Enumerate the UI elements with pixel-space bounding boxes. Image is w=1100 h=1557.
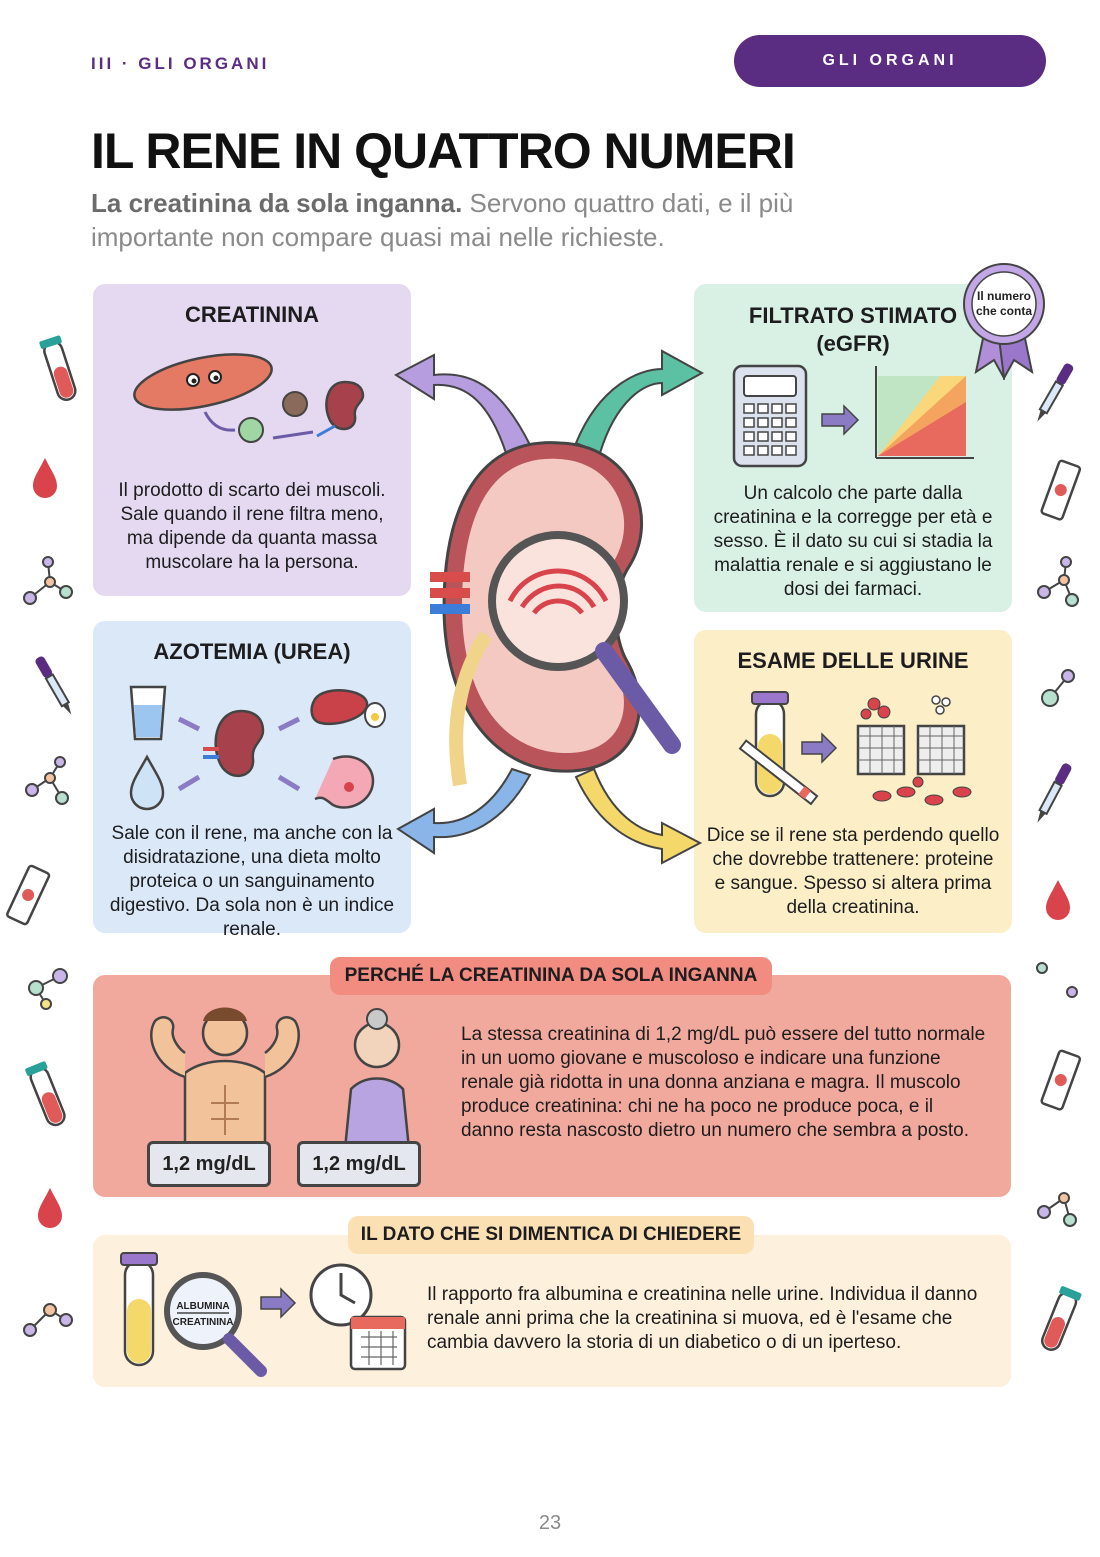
- magnifier-icon: [488, 531, 681, 754]
- calendar-icon: [349, 1315, 407, 1371]
- elderly-woman-icon: [343, 1008, 411, 1151]
- magnifier-icon: ALBUMINA CREATININA: [164, 1272, 267, 1377]
- test-tube-icon: [25, 1061, 66, 1127]
- arrow-right-icon: [801, 732, 838, 764]
- slide-icon: [1040, 459, 1082, 521]
- arrow-purple-icon: [394, 353, 532, 455]
- dropper-icon: [1037, 763, 1072, 823]
- urea-sources-illustration: [129, 685, 386, 811]
- molecule-icon: [1041, 669, 1075, 707]
- protein-icon: [931, 695, 951, 715]
- page-number: 23: [538, 1512, 562, 1534]
- page-subtitle: La creatinina da sola inganna. Servono q…: [91, 186, 911, 254]
- molecule-icon: [23, 556, 73, 605]
- molecule-icon: [23, 1303, 73, 1337]
- water-glass-icon: [129, 685, 167, 741]
- card-egfr: FILTRATO STIMATO (eGFR) Un calcolo che p…: [694, 284, 1012, 612]
- comparison-illustration: [150, 1007, 411, 1151]
- page-title: IL RENE IN QUATTRO NUMERI: [91, 123, 796, 179]
- blood-cells-icon: [860, 697, 972, 806]
- test-strip-icon: [738, 739, 819, 806]
- molecule-icon: [28, 968, 68, 1010]
- kidney-icon: [203, 709, 265, 778]
- subtitle-lead: La creatinina da sola inganna.: [91, 188, 463, 218]
- lens-line2: CREATININA: [173, 1317, 234, 1328]
- card-creatinina-title: CREATININA: [184, 302, 320, 327]
- card-creatinina: CREATININA Il prodotto di scarto dei mus…: [93, 284, 411, 596]
- meat-icon: [310, 689, 386, 728]
- test-tube-icon: [39, 335, 77, 401]
- card-azotemia-title: AZOTEMIA (UREA): [153, 639, 351, 664]
- kidney-icon: [316, 380, 365, 438]
- ribbon-badge: Il numero che conta: [963, 263, 1045, 380]
- muscle-to-kidney-illustration: [133, 353, 365, 443]
- badge-young-man: 1,2 mg/dL: [147, 1141, 271, 1187]
- arrow-right-icon: [260, 1287, 297, 1319]
- blood-drop-icon: [1046, 880, 1070, 920]
- blood-drop-icon: [38, 1188, 62, 1228]
- card-egfr-title: FILTRATO STIMATO (eGFR): [748, 303, 958, 356]
- calculator-to-chart-illustration: [732, 364, 974, 468]
- decorative-lab-icons: [6, 335, 1082, 1351]
- card-urine: ESAME DELLE URINE Dice se il rene sta pe…: [694, 630, 1012, 933]
- molecule-icon: [25, 756, 69, 805]
- water-drop-icon: [129, 754, 165, 811]
- section-pill: GLI ORGANI: [734, 35, 1046, 87]
- calculator-icon: [732, 364, 808, 468]
- forgotten-test-banner: ALBUMINA CREATININA Il rapporto fra albu…: [93, 1235, 1011, 1387]
- molecule-icon: [1037, 1192, 1077, 1227]
- arrow-right-icon: [821, 404, 860, 436]
- slide-icon: [6, 864, 51, 926]
- clock-icon: [309, 1263, 373, 1327]
- card-azotemia: AZOTEMIA (UREA) Sale con il rene, ma anc…: [93, 621, 411, 940]
- stomach-icon: [314, 755, 375, 809]
- badge-elderly-woman: 1,2 mg/dL: [297, 1141, 421, 1187]
- lens-line1: ALBUMINA: [176, 1301, 229, 1312]
- blood-drop-icon: [33, 458, 57, 498]
- kidney-center-illustration: [394, 349, 705, 865]
- molecule-icon: [1037, 556, 1079, 607]
- dropper-icon: [1037, 363, 1074, 422]
- acr-illustration: ALBUMINA CREATININA: [120, 1252, 407, 1377]
- subtitle-rest: Servono quattro dati, e il più important…: [91, 188, 794, 252]
- filter-membrane-icon: [856, 724, 966, 776]
- arrow-blue-icon: [396, 767, 532, 855]
- card-creatinina-text: Il prodotto di scarto dei muscoli. Sale …: [118, 480, 386, 573]
- card-urine-title: ESAME DELLE URINE: [737, 648, 969, 673]
- muscle-icon: [133, 353, 273, 411]
- dropper-icon: [35, 656, 72, 715]
- molecule-icon: [1036, 962, 1078, 998]
- forgotten-test-text: Il rapporto fra albumina e creatinina ne…: [427, 1284, 978, 1353]
- creatinine-trap-tag: PERCHÉ LA CREATININA DA SOLA INGANNA: [330, 957, 772, 995]
- ribbon-line1: Il numero: [977, 289, 1031, 303]
- card-egfr-text: Un calcolo che parte dalla creatinina e …: [713, 483, 993, 600]
- chapter-label: III · GLI ORGANI: [91, 54, 270, 73]
- creatinine-trap-banner: 1,2 mg/dL 1,2 mg/dL La stessa creatinina…: [93, 975, 1011, 1197]
- urine-tube-icon: [120, 1252, 158, 1367]
- arrow-teal-icon: [574, 349, 705, 455]
- urinalysis-illustration: [738, 691, 972, 806]
- forgotten-test-tag: IL DATO CHE SI DIMENTICA DI CHIEDERE: [348, 1216, 754, 1254]
- card-urine-text: Dice se il rene sta perdendo quello che …: [706, 825, 1000, 918]
- slide-icon: [1040, 1049, 1082, 1111]
- chart-icon: [875, 366, 974, 459]
- molecule-creature-icon: [238, 391, 308, 443]
- creatinine-trap-text: La stessa creatinina di 1,2 mg/dL può es…: [461, 1024, 986, 1141]
- arrow-yellow-icon: [574, 767, 703, 865]
- ribbon-line2: che conta: [976, 304, 1032, 318]
- muscular-man-icon: [150, 1007, 300, 1149]
- test-tube-icon: [1040, 1286, 1082, 1351]
- card-azotemia-text: Sale con il rene, ma anche con la disidr…: [109, 823, 395, 940]
